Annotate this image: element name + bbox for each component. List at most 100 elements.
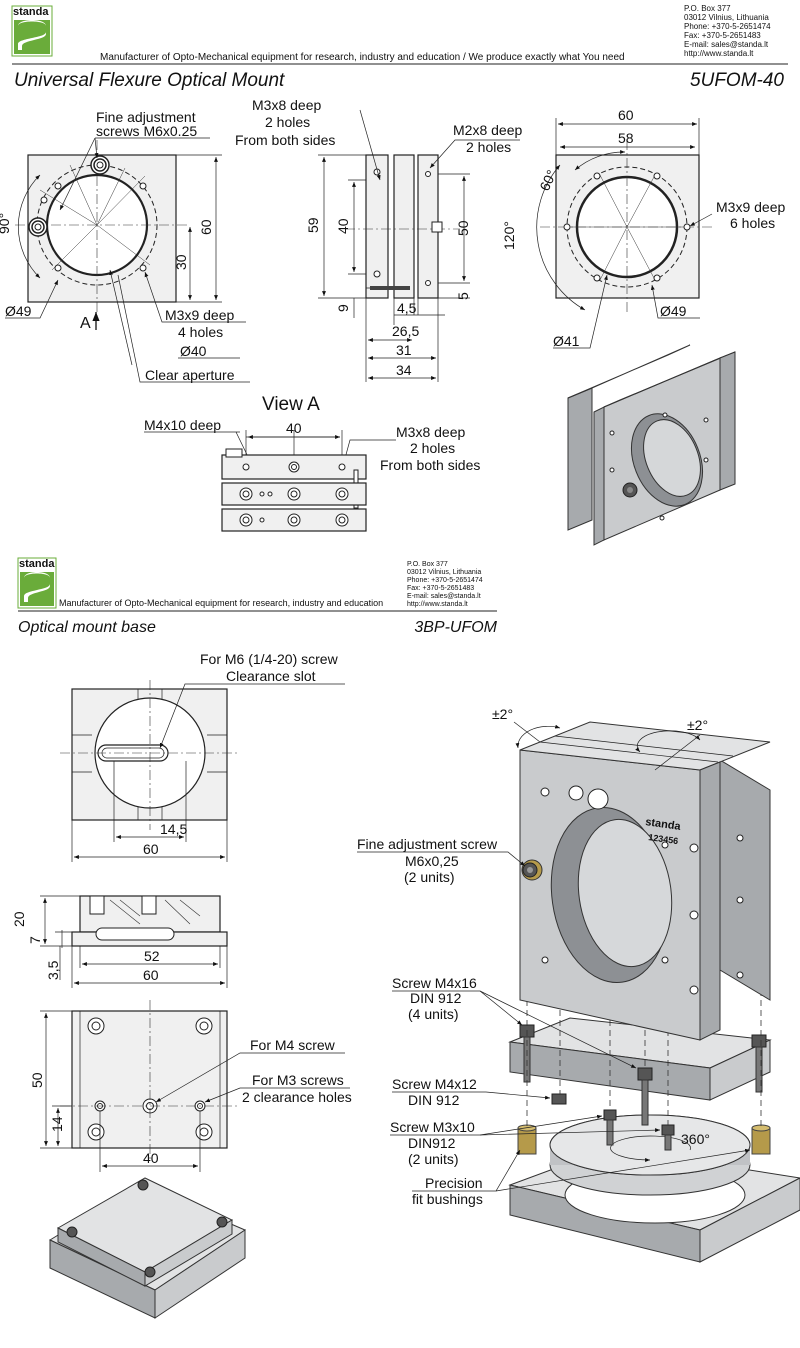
dim-34: 34 xyxy=(396,362,412,378)
logo-text: standa xyxy=(13,6,49,18)
engraved-logo: standa xyxy=(645,816,683,833)
asm-m4x12-label: Screw M4x12 xyxy=(392,1076,477,1092)
back-dim-120deg: 120° xyxy=(501,221,517,250)
view-a-marker: A xyxy=(80,315,91,332)
asm-m3x10-label: (2 units) xyxy=(408,1151,459,1167)
screw-icon xyxy=(551,1093,567,1105)
viewa-m3x8-label: M3x8 deep xyxy=(396,424,465,440)
address-line: Phone: +370-5-2651474 xyxy=(407,577,483,584)
viewa-m3x8-label: 2 holes xyxy=(410,440,455,456)
base-dim-14: 14 xyxy=(49,1116,65,1132)
product-code: 5UFOM-40 xyxy=(690,70,784,91)
asm-fine-label: (2 units) xyxy=(404,869,455,885)
base-dim-3-5: 3,5 xyxy=(45,960,61,980)
product-title: Universal Flexure Optical Mount xyxy=(14,70,285,91)
dim-9: 9 xyxy=(335,304,351,312)
viewa-m3x8-label: From both sides xyxy=(380,457,480,473)
asm-fine-label: M6x0,25 xyxy=(405,853,459,869)
address-line: 03012 Vilnius, Lithuania xyxy=(684,13,769,22)
dim-d40: Ø40 xyxy=(180,343,207,359)
bushing-icon xyxy=(751,1127,771,1155)
address-line: http://www.standa.lt xyxy=(684,49,754,58)
base-dim-60: 60 xyxy=(143,841,159,857)
asm-fine-label: Fine adjustment screw xyxy=(357,836,498,852)
view-a: View A M4x10 deep 40 M3x8 deep 2 holes F… xyxy=(144,394,480,532)
dim-59: 59 xyxy=(305,217,321,233)
asm-m4x16-label: Screw M4x16 xyxy=(392,975,477,991)
back-m3x9-label: 6 holes xyxy=(730,215,775,231)
screw-icon xyxy=(751,1034,767,1093)
rot-label-2: ±2° xyxy=(687,717,708,733)
back-dim-58: 58 xyxy=(618,130,634,146)
dim-90deg: 90° xyxy=(0,213,12,234)
back-m3x9-label: M3x9 deep xyxy=(716,199,785,215)
fine-screw-icon xyxy=(521,859,543,881)
base-dim-60b: 60 xyxy=(143,967,159,983)
dim-d49: Ø49 xyxy=(5,303,32,319)
m4-label: For M4 screw xyxy=(250,1037,336,1053)
m3x8-label: 2 holes xyxy=(265,114,310,130)
logo-text: standa xyxy=(19,558,55,570)
back-dim-60: 60 xyxy=(618,107,634,123)
address-line: E-mail: sales@standa.lt xyxy=(407,593,481,600)
base-dim-52: 52 xyxy=(144,948,160,964)
dim-26-5: 26,5 xyxy=(392,323,419,339)
assembly-iso-view: 360° xyxy=(357,706,800,1263)
base-dim-7: 7 xyxy=(27,936,43,944)
viewa-m4x10-label: M4x10 deep xyxy=(144,417,221,433)
engraved-serial: 123456 xyxy=(648,832,679,846)
m3x8-label: M3x8 deep xyxy=(252,97,321,113)
slot-label: Clearance slot xyxy=(226,668,316,684)
base-iso-view xyxy=(48,1177,247,1319)
m3x9-label: M3x9 deep xyxy=(165,307,234,323)
address-line: Phone: +370-5-2651474 xyxy=(684,22,771,31)
asm-m4x12-label: DIN 912 xyxy=(408,1092,460,1108)
standa-logo xyxy=(20,572,54,606)
view-a-title: View A xyxy=(262,394,320,415)
address-line: Fax: +370-5-2651483 xyxy=(407,585,474,592)
side-view: M3x8 deep 2 holes From both sides M2x8 d… xyxy=(235,97,522,382)
base-dim-14-5: 14,5 xyxy=(160,821,187,837)
address-line: E-mail: sales@standa.lt xyxy=(684,40,769,49)
standa-logo: standa xyxy=(11,5,53,57)
base-dim-50: 50 xyxy=(29,1072,45,1088)
base-dim-20: 20 xyxy=(11,911,27,927)
back-dim-d41: Ø41 xyxy=(553,333,580,349)
rot-label-1: ±2° xyxy=(492,706,513,722)
asm-bushing-label: fit bushings xyxy=(412,1191,483,1207)
address-line: 03012 Vilnius, Lithuania xyxy=(407,569,481,576)
address-line: P.O. Box 377 xyxy=(684,4,731,13)
header-2: standa Manufacturer of Opto-Mechanical e… xyxy=(17,557,498,636)
fine-adjust-label: screws M6x0.25 xyxy=(96,123,197,139)
clear-aperture-label: Clear aperture xyxy=(145,367,235,383)
asm-m4x16-label: (4 units) xyxy=(408,1006,459,1022)
asm-m3x10-label: Screw M3x10 xyxy=(390,1119,475,1135)
fine-screw-icon xyxy=(28,217,48,237)
dim-30: 30 xyxy=(173,254,189,270)
m3-label: 2 clearance holes xyxy=(242,1089,352,1105)
address-line: Fax: +370-5-2651483 xyxy=(684,31,761,40)
dim-5: 5 xyxy=(455,292,471,300)
screw-icon xyxy=(637,1067,653,1126)
mount-iso-view xyxy=(567,344,736,546)
rot-360-label: 360° xyxy=(681,1131,710,1147)
m3-label: For M3 screws xyxy=(252,1072,344,1088)
asm-m4x16-label: DIN 912 xyxy=(410,990,462,1006)
asm-bushing-label: Precision xyxy=(425,1175,483,1191)
header-tagline: Manufacturer of Opto-Mechanical equipmen… xyxy=(59,598,383,608)
m3x9-label: 4 holes xyxy=(178,324,223,340)
header-tagline: Manufacturer of Opto-Mechanical equipmen… xyxy=(100,52,625,63)
address-line: http://www.standa.lt xyxy=(407,601,468,608)
screw-icon xyxy=(603,1109,617,1146)
back-dim-d49: Ø49 xyxy=(660,303,687,319)
base-side-view: 20 7 3,5 52 60 xyxy=(11,895,228,988)
fine-adjust-label: Fine adjustment xyxy=(96,109,196,125)
address-line: P.O. Box 377 xyxy=(407,561,448,568)
base-bottom-view: For M4 screw For M3 screws 2 clearance h… xyxy=(29,1000,352,1172)
header-1: standa Manufacturer of Opto-Mechanical e… xyxy=(11,4,788,91)
slot-label: For M6 (1/4-20) screw xyxy=(200,651,339,667)
base-dim-40: 40 xyxy=(143,1150,159,1166)
viewa-dim-40: 40 xyxy=(286,420,302,436)
back-view: 60 58 60° 120° M3x9 deep 6 holes Ø49 Ø41 xyxy=(501,107,785,349)
